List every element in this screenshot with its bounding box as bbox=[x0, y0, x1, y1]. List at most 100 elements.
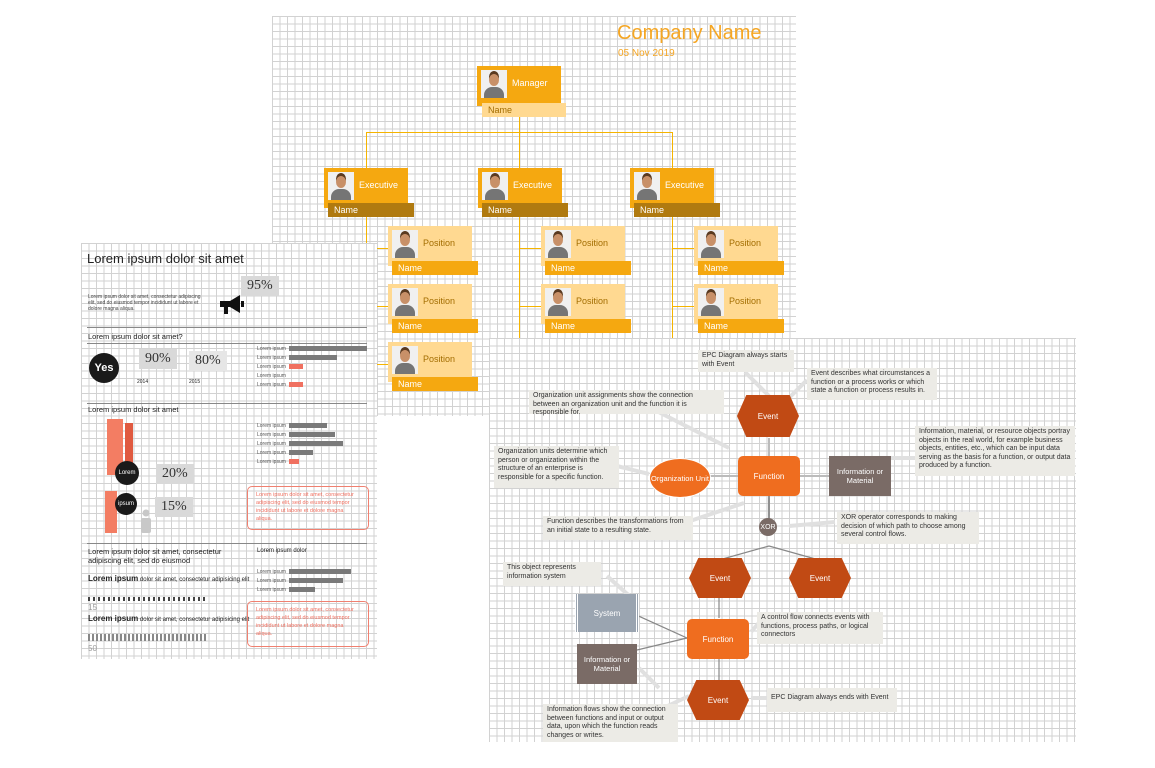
dot-bar bbox=[88, 634, 206, 641]
position-card[interactable]: Position bbox=[694, 284, 778, 324]
bar bbox=[289, 346, 367, 351]
xor-node[interactable]: XOR bbox=[759, 518, 777, 536]
card-title: Executive bbox=[665, 180, 705, 190]
bar-label: Lorem ipsum bbox=[257, 441, 286, 447]
card-title: Executive bbox=[359, 180, 399, 190]
system-node[interactable]: System bbox=[575, 594, 639, 632]
card-title: Position bbox=[576, 238, 609, 248]
position-name: Name bbox=[545, 261, 631, 275]
function-node[interactable]: Function bbox=[687, 619, 749, 659]
org-chart-panel: Company Name 05 Nov 2019 Manager Name Ex… bbox=[272, 16, 796, 416]
event-start-node[interactable]: Event bbox=[737, 395, 799, 437]
person-icon bbox=[545, 288, 571, 316]
person-icon bbox=[482, 172, 508, 200]
position-card[interactable]: Position bbox=[388, 284, 472, 324]
position-card[interactable]: Position bbox=[541, 284, 625, 324]
divider bbox=[87, 403, 367, 404]
bar-label: Lorem ipsum bbox=[257, 432, 286, 438]
person-icon bbox=[328, 172, 354, 200]
info-material-node[interactable]: Information or Material bbox=[577, 644, 637, 684]
event-node[interactable]: Event bbox=[789, 558, 851, 598]
stat-15: 15% bbox=[155, 497, 193, 517]
card-title: Executive bbox=[513, 180, 553, 190]
info-material-node[interactable]: Information or Material bbox=[829, 456, 891, 496]
person-icon bbox=[392, 288, 418, 316]
ipsum-badge: ipsum bbox=[115, 493, 137, 515]
position-card[interactable]: Position bbox=[388, 226, 472, 266]
bar bbox=[289, 587, 315, 592]
stat-heading: Lorem ipsum dolor sit amet, consectetur … bbox=[88, 614, 249, 623]
highlight-box: Lorem ipsum dolor sit amet, consectetur … bbox=[247, 486, 369, 530]
person-icon bbox=[392, 230, 418, 258]
yes-badge: Yes bbox=[89, 353, 119, 383]
count-15: 15 bbox=[88, 603, 97, 612]
note-system: This object represents information syste… bbox=[503, 562, 601, 586]
event-end-node[interactable]: Event bbox=[687, 680, 749, 720]
question-3-right: Lorem ipsum dolor bbox=[257, 548, 307, 554]
bar-label: Lorem ipsum bbox=[257, 423, 286, 429]
position-card[interactable]: Position bbox=[388, 342, 472, 382]
note-info-flow: Information flows show the connection be… bbox=[543, 704, 678, 742]
megaphone-icon bbox=[216, 293, 246, 320]
question-3: Lorem ipsum dolor sit amet, consectetur … bbox=[88, 547, 222, 565]
note-control-flow: A control flow connects events with func… bbox=[757, 612, 883, 644]
executive-card[interactable]: Executive bbox=[630, 168, 714, 208]
connector bbox=[672, 216, 673, 416]
year-label: 2015 bbox=[189, 379, 201, 385]
connector bbox=[519, 306, 541, 307]
position-name: Name bbox=[545, 319, 631, 333]
intro-text: Lorem ipsum dolor sit amet, consectetur … bbox=[88, 294, 201, 312]
connector bbox=[672, 132, 673, 168]
bar-label: Lorem ipsum bbox=[257, 569, 286, 575]
note-end: EPC Diagram always ends with Event bbox=[767, 688, 897, 712]
connector bbox=[366, 248, 388, 249]
bar-label: Lorem ipsum bbox=[257, 382, 286, 388]
person-icon bbox=[139, 509, 153, 538]
function-node[interactable]: Function bbox=[738, 456, 800, 496]
highlight-box: Lorem ipsum dolor sit amet, consectetur … bbox=[247, 601, 369, 647]
question-2: Lorem ipsum dolor sit amet bbox=[88, 405, 179, 414]
person-icon bbox=[481, 70, 507, 98]
bar bbox=[289, 569, 351, 574]
card-title: Manager bbox=[512, 78, 548, 88]
position-name: Name bbox=[392, 261, 478, 275]
bar bbox=[289, 450, 313, 455]
bar-label: Lorem ipsum bbox=[257, 364, 286, 370]
position-name: Name bbox=[392, 377, 478, 391]
note-xor: XOR operator corresponds to making decis… bbox=[837, 512, 979, 544]
connector bbox=[672, 306, 694, 307]
company-name: Company Name bbox=[617, 22, 762, 44]
bar bbox=[289, 423, 327, 428]
bar bbox=[289, 578, 343, 583]
lorem-badge: Lorem bbox=[115, 461, 139, 485]
position-card[interactable]: Position bbox=[541, 226, 625, 266]
executive-name: Name bbox=[634, 203, 720, 217]
position-name: Name bbox=[698, 319, 784, 333]
executive-card[interactable]: Executive bbox=[324, 168, 408, 208]
executive-name: Name bbox=[328, 203, 414, 217]
org-unit-node[interactable]: Organization Unit bbox=[649, 458, 711, 498]
stat-heading-strong: Lorem ipsum bbox=[88, 614, 139, 623]
bar bbox=[289, 459, 299, 464]
question-1: Lorem ipsum dolor sit amet? bbox=[88, 332, 183, 341]
dot-bar bbox=[88, 597, 206, 601]
bar bbox=[289, 382, 303, 387]
card-title: Position bbox=[423, 238, 456, 248]
card-title: Position bbox=[576, 296, 609, 306]
divider bbox=[87, 543, 367, 544]
position-card[interactable]: Position bbox=[694, 226, 778, 266]
person-icon bbox=[545, 230, 571, 258]
card-title: Position bbox=[423, 296, 456, 306]
bar bbox=[289, 355, 337, 360]
connector bbox=[519, 216, 520, 416]
connector bbox=[366, 132, 367, 168]
event-node[interactable]: Event bbox=[689, 558, 751, 598]
bar-label: Lorem ipsum bbox=[257, 578, 286, 584]
graphic-bar bbox=[125, 423, 133, 475]
manager-card[interactable]: Manager bbox=[477, 66, 561, 106]
executive-card[interactable]: Executive bbox=[478, 168, 562, 208]
graphic-bar bbox=[107, 419, 123, 475]
infographic-panel: Lorem ipsum dolor sit amet Lorem ipsum d… bbox=[81, 243, 377, 659]
stat-80: 80% bbox=[189, 351, 227, 371]
bar-label: Lorem ipsum bbox=[257, 587, 286, 593]
